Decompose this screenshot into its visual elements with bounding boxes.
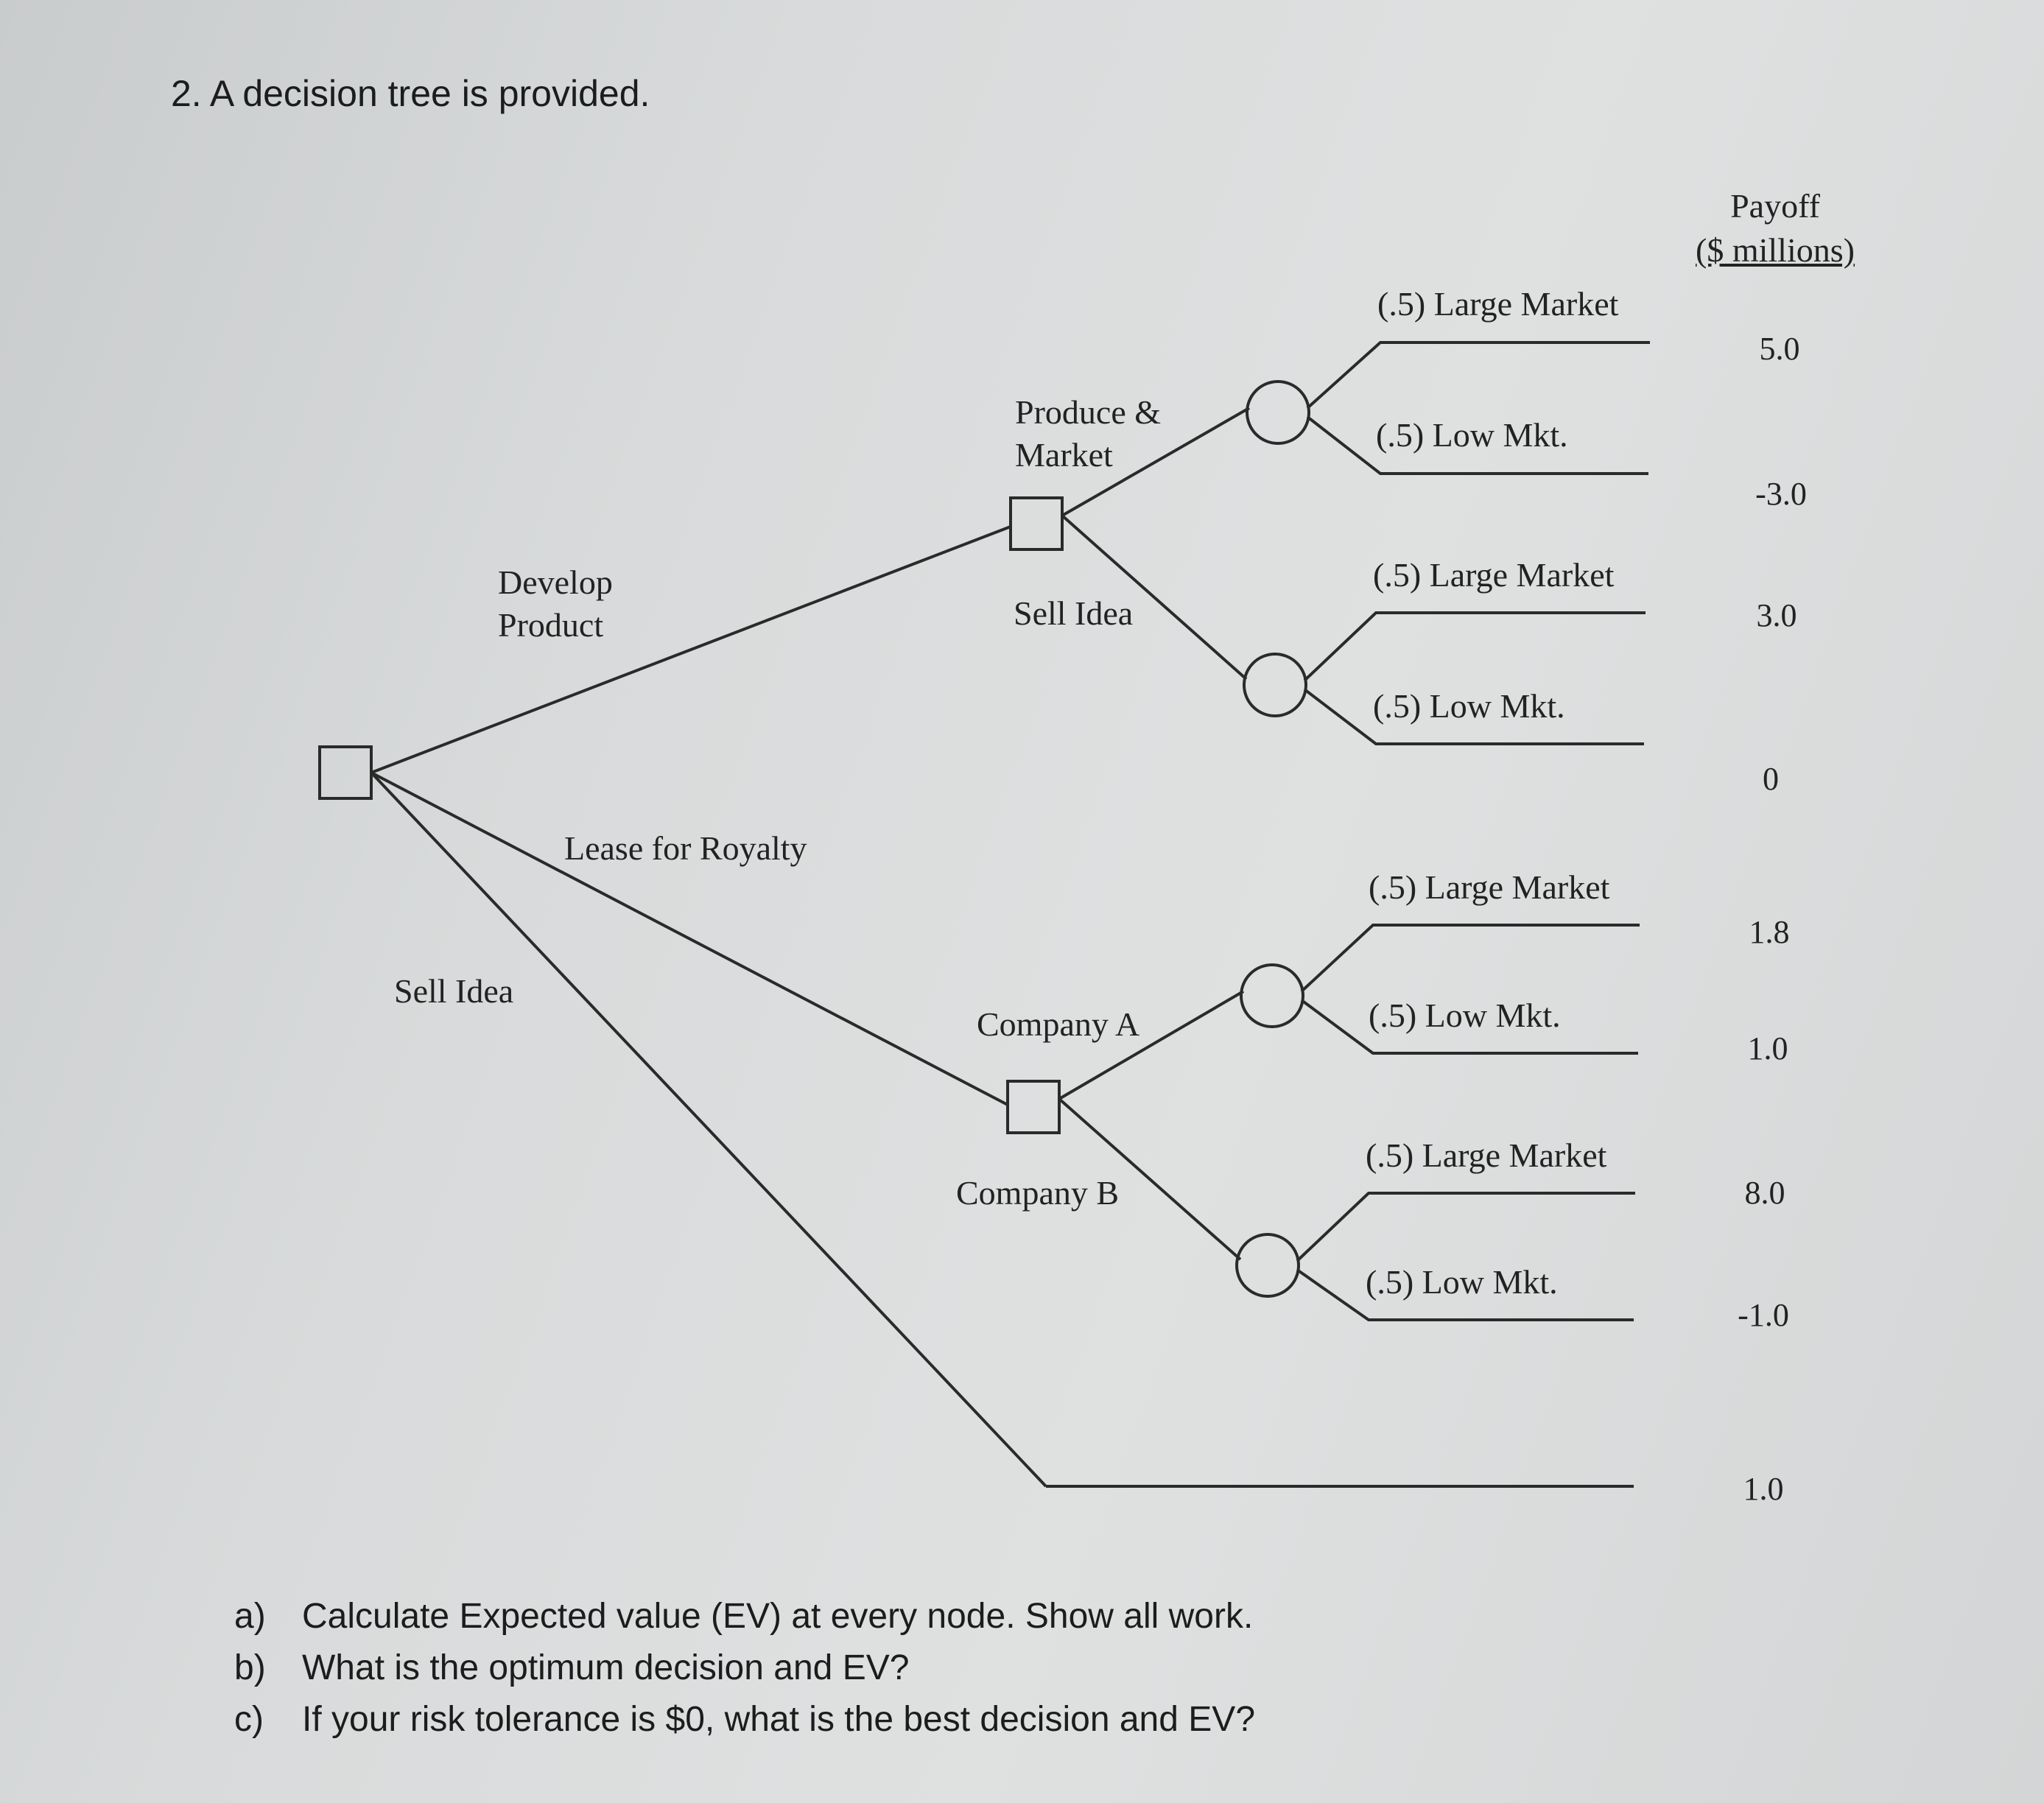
payoff-value-3: 3.0 — [1756, 597, 1797, 633]
payoff-value-7: 8.0 — [1744, 1175, 1785, 1211]
payoff-value-2: -3.0 — [1755, 476, 1807, 512]
question-c: c) If your risk tolerance is $0, what is… — [234, 1700, 1256, 1739]
outcome-label-8: (.5) Low Mkt. — [1366, 1263, 1558, 1301]
question-a: a) Calculate Expected value (EV) at ever… — [234, 1597, 1254, 1636]
outcome-label-4: (.5) Low Mkt. — [1373, 687, 1565, 725]
company-b-label: Company B — [956, 1174, 1120, 1212]
branch-company-b — [1058, 1097, 1242, 1261]
payoff-value-6: 1.0 — [1747, 1030, 1788, 1066]
outcome-line-5 — [1300, 924, 1640, 993]
outcome-label-3: (.5) Large Market — [1373, 556, 1615, 594]
outcome-line-7 — [1296, 1192, 1635, 1262]
chance-node-company-b — [1235, 1233, 1300, 1298]
branch-develop-product — [370, 525, 1011, 774]
company-a-label: Company A — [977, 1005, 1140, 1043]
branch-lease-for-royalty — [370, 771, 1008, 1106]
outcome-label-6: (.5) Low Mkt. — [1369, 997, 1561, 1034]
outcome-line-1 — [1306, 341, 1650, 410]
lease-decision-node — [1006, 1080, 1061, 1134]
branch-sell-idea — [370, 771, 1047, 1488]
produce-market-label: Produce & Market — [1015, 393, 1162, 474]
sell-idea-root-label: Sell Idea — [394, 972, 514, 1010]
outcome-label-1: (.5) Large Market — [1377, 285, 1619, 323]
outcome-line-2 — [1306, 415, 1648, 475]
outcome-line-6 — [1300, 999, 1638, 1055]
develop-decision-node — [1009, 496, 1064, 551]
question-b: b) What is the optimum decision and EV? — [234, 1648, 910, 1687]
root-decision-node — [318, 745, 373, 800]
payoff-value-sell-idea: 1.0 — [1743, 1471, 1784, 1507]
payoff-value-4: 0 — [1763, 761, 1779, 797]
payoff-value-8: -1.0 — [1738, 1297, 1789, 1333]
chance-node-sell — [1243, 653, 1307, 717]
question-heading: 2. A decision tree is provided. — [171, 73, 650, 114]
sell-idea-develop-label: Sell Idea — [1014, 594, 1134, 632]
outcome-label-5: (.5) Large Market — [1369, 868, 1610, 906]
outcome-line-8 — [1296, 1268, 1634, 1321]
outcome-label-2: (.5) Low Mkt. — [1376, 416, 1568, 454]
outcome-label-7: (.5) Large Market — [1366, 1136, 1607, 1174]
payoff-value-1: 5.0 — [1759, 331, 1800, 367]
payoff-value-5: 1.8 — [1749, 914, 1790, 950]
lease-for-royalty-label: Lease for Royalty — [564, 829, 807, 867]
question-list: a) Calculate Expected value (EV) at ever… — [234, 1591, 1255, 1746]
chance-node-produce — [1246, 380, 1310, 445]
outcome-line-3 — [1303, 611, 1646, 682]
branch-sell-idea-develop — [1061, 514, 1248, 681]
branch-company-a — [1058, 990, 1245, 1100]
branch-produce-market — [1061, 407, 1250, 517]
outcome-line-4 — [1303, 688, 1644, 745]
payoff-header: Payoff ($ millions) — [1696, 187, 1855, 269]
develop-product-label: Develop Product — [498, 563, 613, 644]
chance-node-company-a — [1240, 963, 1304, 1028]
